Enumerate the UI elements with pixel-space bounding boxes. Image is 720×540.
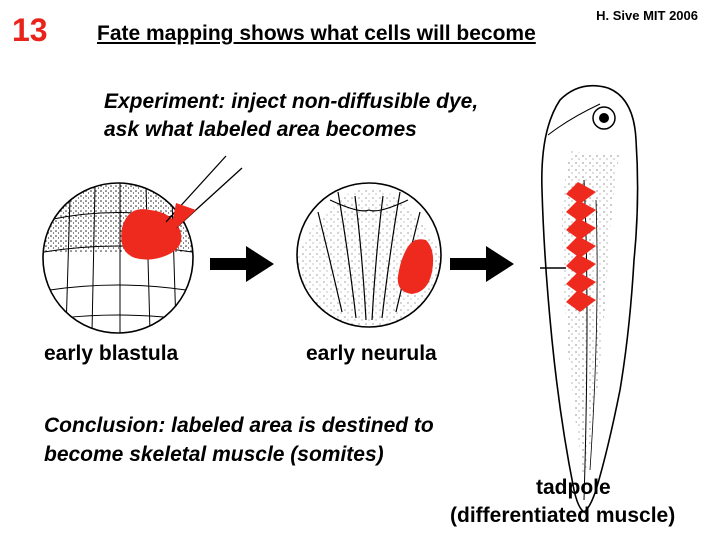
label-differentiated-muscle: (differentiated muscle) — [450, 504, 676, 527]
author-credit: H. Sive MIT 2006 — [596, 8, 698, 23]
arrow-right-icon — [450, 246, 514, 282]
label-early-blastula: early blastula — [44, 342, 179, 365]
label-early-neurula: early neurula — [306, 342, 437, 365]
tadpole-drawing — [540, 84, 639, 513]
slide-title: Fate mapping shows what cells will becom… — [97, 22, 536, 45]
neurula-embryo — [296, 182, 442, 328]
conclusion-line-2: become skeletal muscle (somites) — [44, 443, 384, 466]
slide-number: 13 — [12, 12, 48, 48]
conclusion-line-1: Conclusion: labeled area is destined to — [44, 414, 434, 437]
arrow-right-icon — [210, 246, 274, 282]
injection-needle — [165, 155, 243, 234]
label-tadpole: tadpole — [536, 476, 611, 499]
experiment-line-1: Experiment: inject non-diffusible dye, — [104, 90, 479, 113]
experiment-line-2: ask what labeled area becomes — [104, 118, 417, 141]
